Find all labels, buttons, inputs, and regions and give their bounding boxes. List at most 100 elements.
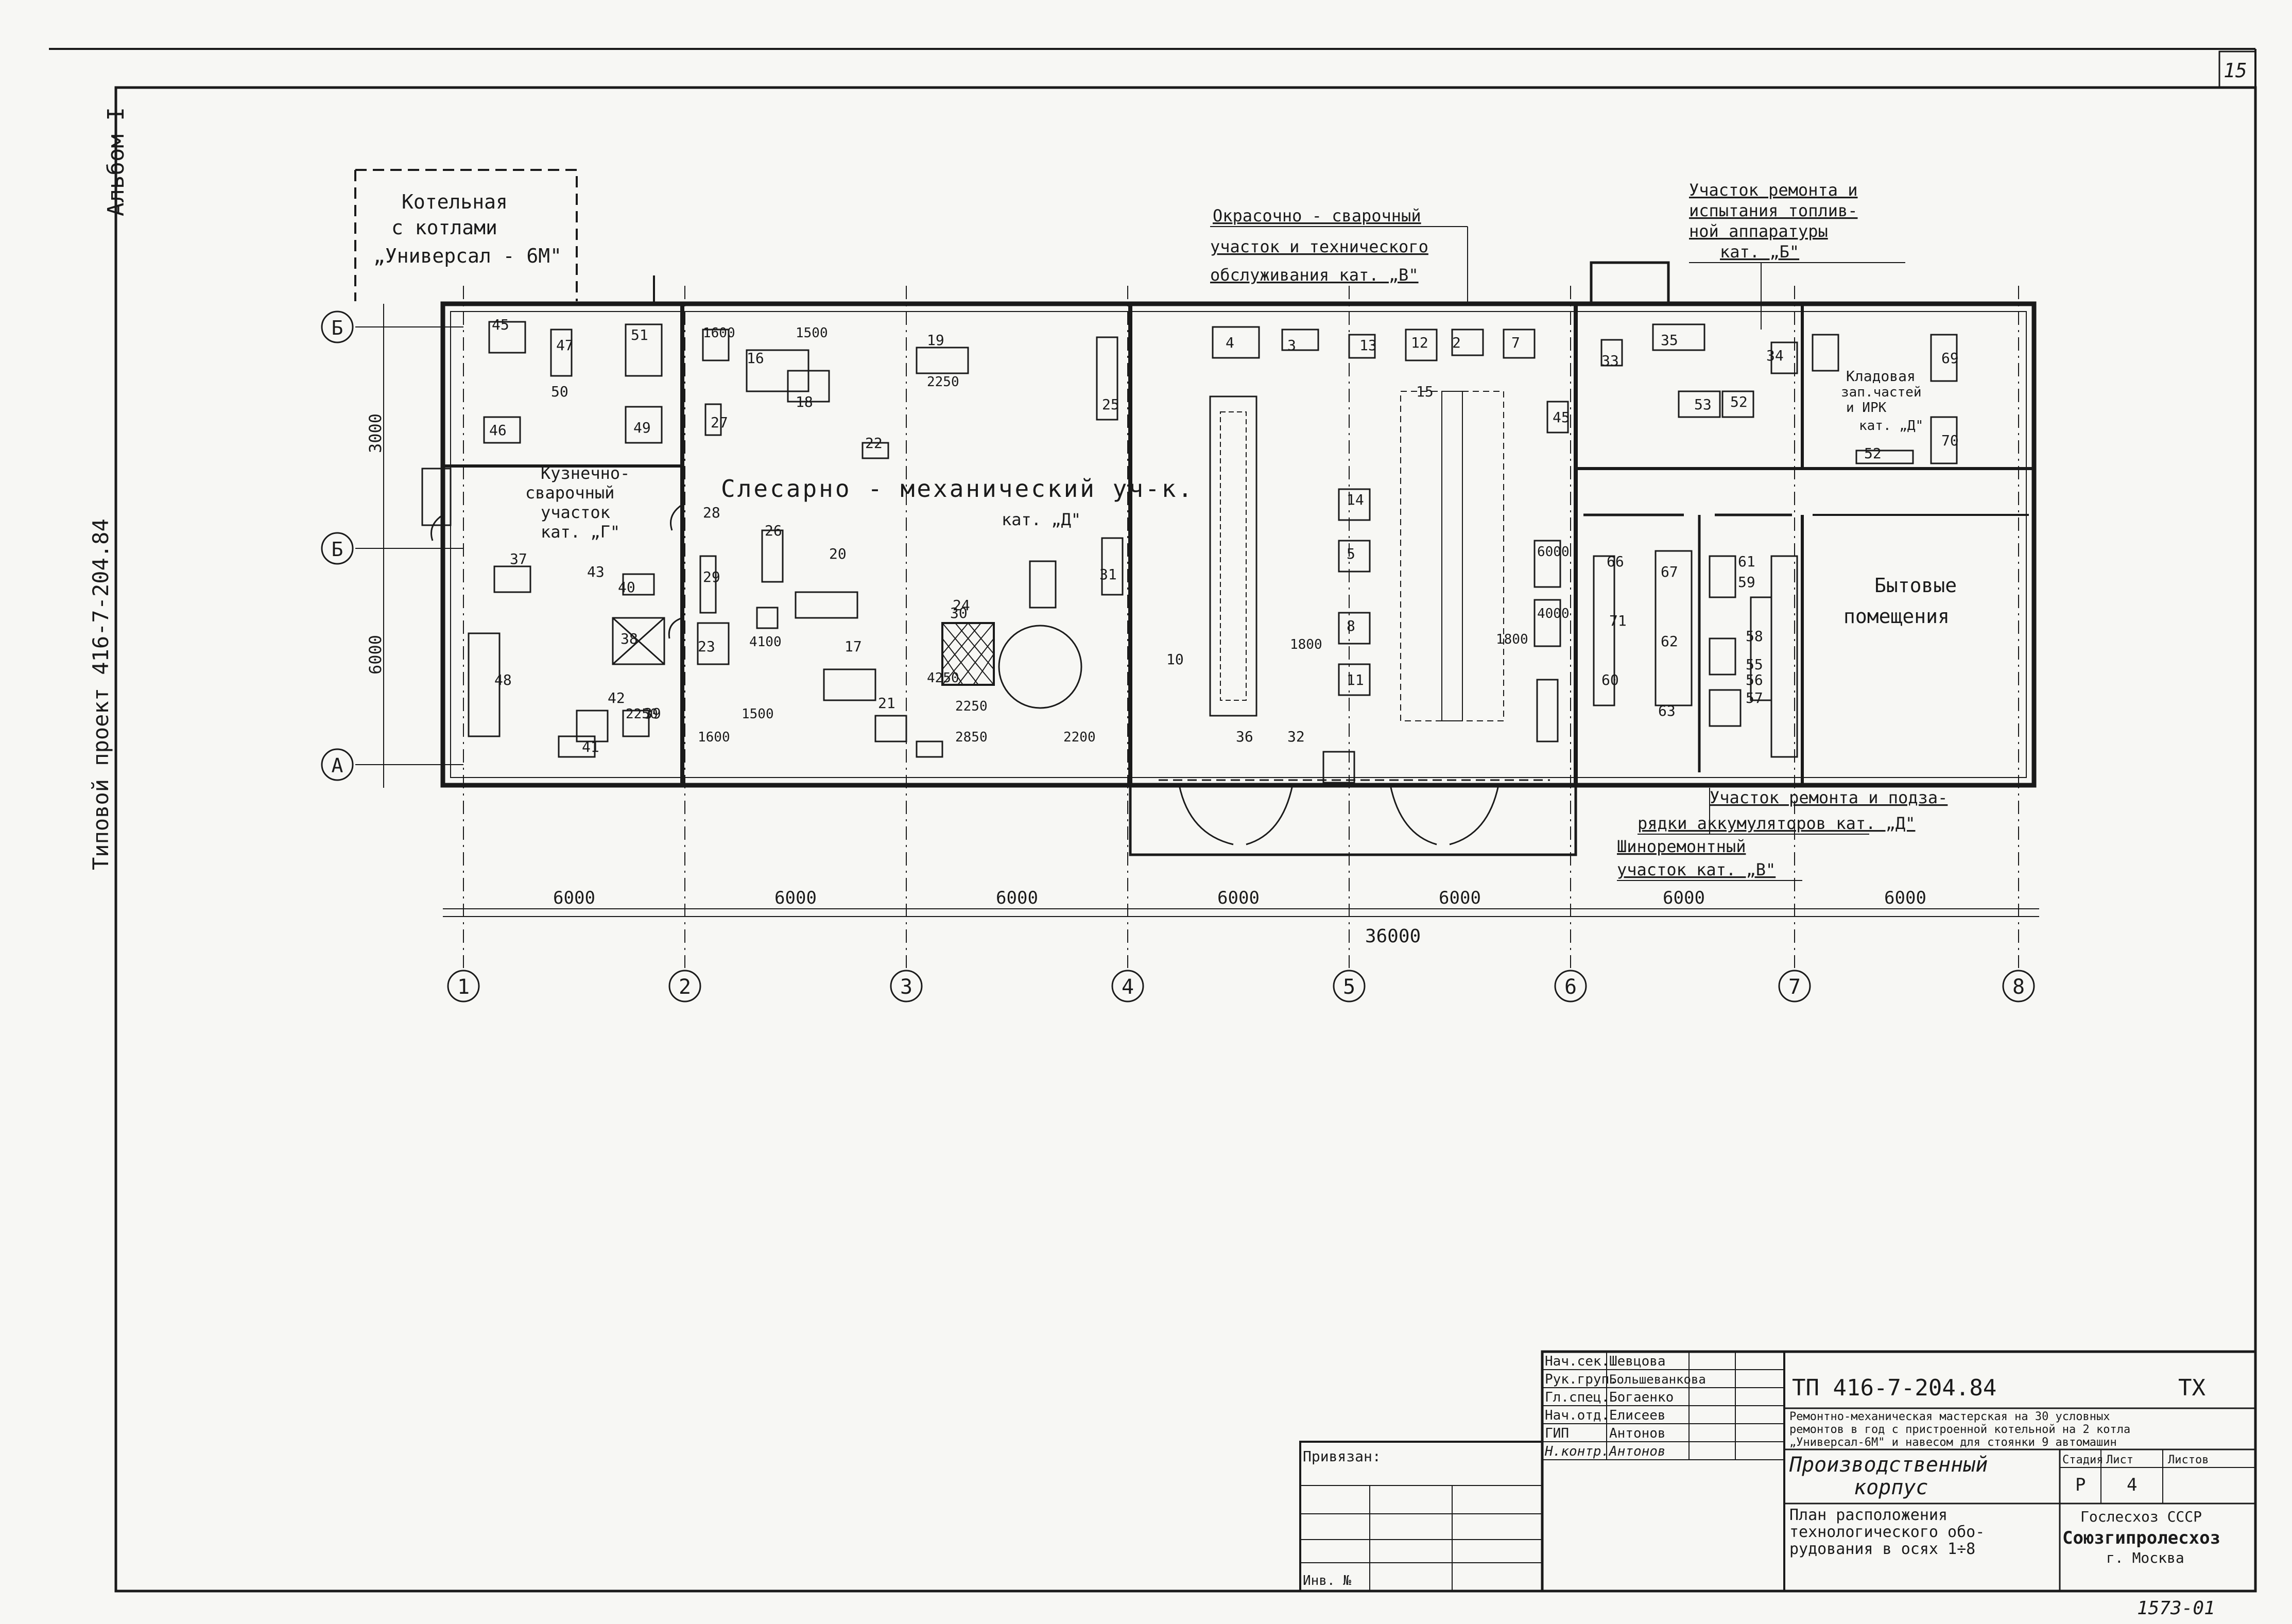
- equipment-number: 28: [703, 504, 720, 521]
- equipment-number: 36: [1236, 728, 1253, 745]
- equipment-number: 10: [1166, 651, 1184, 668]
- equipment-number: 39: [644, 705, 661, 722]
- equipment-number: 14: [1347, 491, 1364, 508]
- equipment-number: 4250: [927, 670, 959, 686]
- equipment-number: 17: [845, 638, 862, 655]
- battery-label-2: рядки аккумуляторов кат. „Д": [1638, 814, 1915, 833]
- tb-name-4: Елисеев: [1609, 1408, 1666, 1423]
- fuel-label-3: ной аппаратуры: [1689, 221, 1828, 241]
- equipment-number: 61: [1738, 553, 1755, 570]
- equipment-number: 53: [1694, 396, 1712, 413]
- row-bubble-b1: [321, 310, 354, 343]
- tb-sheets-header: Листов: [2168, 1454, 2209, 1466]
- equipment-number: 8: [1347, 617, 1355, 634]
- axis-label-6: 6: [1564, 975, 1577, 999]
- tb-sheet-title-1: План расположения: [1789, 1506, 1948, 1524]
- axis-bubble-6: [1554, 970, 1587, 1003]
- row-label-b2: Б: [332, 538, 343, 561]
- equipment-number: 7: [1511, 334, 1520, 351]
- row-dim-2: 6000: [366, 635, 385, 675]
- axis-label-4: 4: [1122, 975, 1134, 999]
- equipment-number: 26: [765, 522, 782, 539]
- grid-axes: 1 2 3 4 5 6 7 8 Б Б А 3000 6000: [321, 286, 2035, 1003]
- row-label-b1: Б: [332, 317, 343, 339]
- bay-dim-4: 6000: [1217, 888, 1260, 908]
- equipment-number: 34: [1766, 347, 1784, 364]
- equipment-number: 51: [631, 326, 648, 343]
- axis-bubble-8: [2002, 970, 2035, 1003]
- forge-label-1: Кузнечно-: [541, 463, 630, 483]
- equipment-number: 21: [878, 695, 895, 712]
- tb-sheet-title-3: рудования в осях 1÷8: [1789, 1540, 1975, 1558]
- tb-building-2: корпус: [1854, 1476, 1928, 1499]
- equipment-number: 46: [489, 422, 507, 439]
- row-bubble-a: [321, 748, 354, 781]
- equipment-number: 45: [1553, 409, 1570, 426]
- tb-sheet: 4: [2127, 1475, 2137, 1495]
- equipment-number: 25: [1102, 396, 1119, 413]
- tb-role-1: Нач.сек.: [1545, 1354, 1609, 1369]
- equipment-number: 16: [747, 350, 764, 367]
- tb-stage-header: Стадия: [2062, 1454, 2103, 1466]
- equipment-number: 32: [1287, 728, 1305, 745]
- equipment-number: 60: [1601, 671, 1619, 688]
- equipment-number: 12: [1411, 334, 1428, 351]
- mech-label: Слесарно - механический уч-к.: [721, 475, 1194, 503]
- tb-desc-3: „Универсал-6М" и навесом для стоянки 9 а…: [1789, 1436, 2117, 1449]
- equipment-number: 52: [1730, 393, 1748, 410]
- equipment-number: 45: [492, 316, 509, 333]
- room-labels: Кузнечно- сварочный участок кат. „Г" Сле…: [525, 180, 1957, 879]
- store-label-4: кат. „Д": [1859, 418, 1923, 434]
- mech-cat-label: кат. „Д": [1002, 510, 1081, 529]
- project-side-label: Типовой проект 416-7-204.84: [88, 519, 113, 870]
- equipment-number: 5: [1347, 545, 1355, 562]
- equipment-number: 13: [1359, 337, 1377, 354]
- paint-label-2: участок и технического: [1210, 237, 1428, 256]
- equipment-number: 57: [1746, 689, 1763, 706]
- tb-stage: Р: [2075, 1475, 2086, 1495]
- tb-mark: ТХ: [2178, 1375, 2205, 1401]
- tb-role-6: Н.контр.: [1544, 1444, 1609, 1459]
- bay-dim-5: 6000: [1439, 888, 1481, 908]
- axis-label-1: 1: [457, 975, 470, 999]
- equipment-number: 4000: [1537, 606, 1570, 621]
- tb-org-1: Гослесхоз СССР: [2080, 1508, 2202, 1525]
- equipment-number: 67: [1661, 563, 1678, 580]
- equipment-number: 20: [829, 545, 847, 562]
- paint-label-3: обслуживания кат. „В": [1210, 265, 1419, 285]
- axis-bubble-7: [1778, 970, 1811, 1003]
- axis-bubble-2: [668, 970, 701, 1003]
- equipment-number: 1800: [1290, 637, 1322, 652]
- axis-bubble-1: [447, 970, 480, 1003]
- building-walls: [421, 261, 2037, 856]
- equipment-number: 59: [1738, 574, 1755, 591]
- equipment-number: 30: [950, 604, 968, 621]
- store-label-1: Кладовая: [1846, 368, 1916, 385]
- equipment-number: 2: [1452, 334, 1461, 351]
- tb-name-3: Богаенко: [1609, 1390, 1674, 1405]
- store-label-2: зап.частей: [1841, 385, 1922, 400]
- equipment-number: 35: [1661, 332, 1678, 349]
- fuel-label-1: Участок ремонта и: [1689, 180, 1858, 200]
- fuel-label-4: кат. „Б": [1720, 242, 1799, 262]
- annex-label-2: с котлами: [391, 216, 497, 239]
- sheet-number: 15: [2224, 59, 2247, 82]
- bay-dim-7: 6000: [1884, 888, 1926, 908]
- tb-name-2: Большеванкова: [1609, 1372, 1706, 1387]
- sheet-frame: 15: [49, 48, 2257, 1593]
- equipment-number: 27: [711, 414, 728, 431]
- forge-label-4: кат. „Г": [541, 522, 620, 542]
- equipment-number: 37: [510, 550, 527, 567]
- album-label: Альбом I: [103, 107, 129, 216]
- equipment-number: 70: [1941, 432, 1959, 449]
- equipment-number: 24: [953, 597, 970, 614]
- tyre-label-2: участок кат. „В": [1617, 860, 1776, 879]
- equipment-number: 62: [1661, 633, 1678, 650]
- bay-dim-2: 6000: [774, 888, 817, 908]
- forge-label-3: участок: [541, 503, 610, 522]
- label-leaders: [1210, 226, 1905, 881]
- equipment-number: 3: [1287, 337, 1296, 354]
- equipment-number: 42: [608, 689, 625, 706]
- axis-label-2: 2: [679, 975, 691, 999]
- annex-label-1: Котельная: [402, 191, 508, 213]
